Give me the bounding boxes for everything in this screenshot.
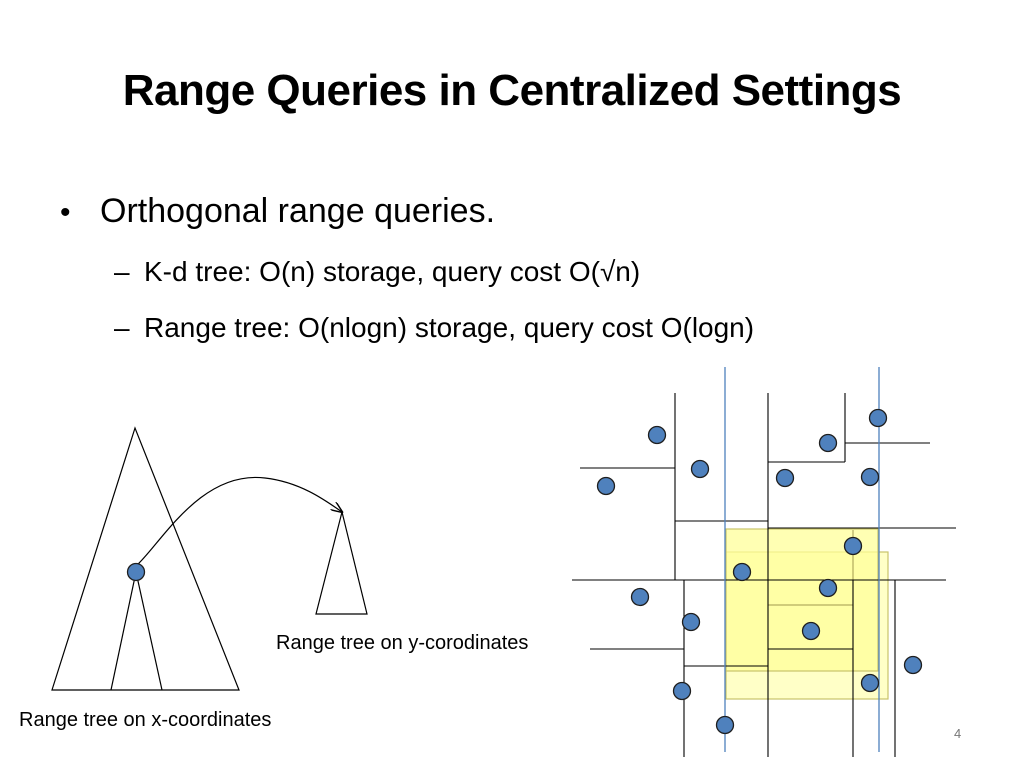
bullet-item: • Orthogonal range queries. (60, 192, 495, 231)
data-point (672, 681, 692, 701)
x-tree-label: Range tree on x-coordinates (19, 709, 272, 731)
data-point (818, 433, 838, 453)
data-point (690, 459, 710, 479)
data-point (775, 468, 795, 488)
sub-marker: – (114, 256, 130, 287)
data-point (732, 562, 752, 582)
data-point (860, 673, 880, 693)
data-point (596, 476, 616, 496)
bullet-text: Orthogonal range queries. (100, 192, 496, 230)
data-point (843, 536, 863, 556)
x-range-tree (51, 426, 368, 691)
sub-item-text: Range tree: O(nlogn) storage, query cost… (144, 312, 755, 343)
data-point (647, 425, 667, 445)
data-point (630, 587, 650, 607)
data-point (715, 715, 735, 735)
bullet-marker: • (60, 196, 71, 229)
data-point (860, 467, 880, 487)
y-tree-triangle (315, 511, 368, 615)
y-tree-label: Range tree on y-corodinates (276, 632, 529, 654)
sub-item-kd-tree: – K-d tree: O(n) storage, query cost O(√… (114, 256, 640, 288)
page-number: 4 (954, 726, 962, 741)
slide-title: Range Queries in Centralized Settings (122, 66, 902, 115)
query-bounds (724, 367, 880, 752)
data-point (868, 408, 888, 428)
x-subtree-edge-left (110, 571, 137, 691)
x-subtree-edge-right (135, 571, 163, 691)
kd-partition-lines (572, 393, 956, 757)
query-range (725, 528, 889, 700)
sub-item-text: K-d tree: O(n) storage, query cost O(√n) (144, 256, 641, 287)
data-points (596, 408, 923, 735)
x-tree-node (126, 562, 146, 582)
sub-item-range-tree: – Range tree: O(nlogn) storage, query co… (114, 312, 754, 344)
sub-marker: – (114, 312, 130, 343)
data-point (801, 621, 821, 641)
data-point (681, 612, 701, 632)
link-arrow (135, 476, 342, 567)
data-point (818, 578, 838, 598)
data-point (903, 655, 923, 675)
x-tree-triangle (51, 426, 240, 691)
